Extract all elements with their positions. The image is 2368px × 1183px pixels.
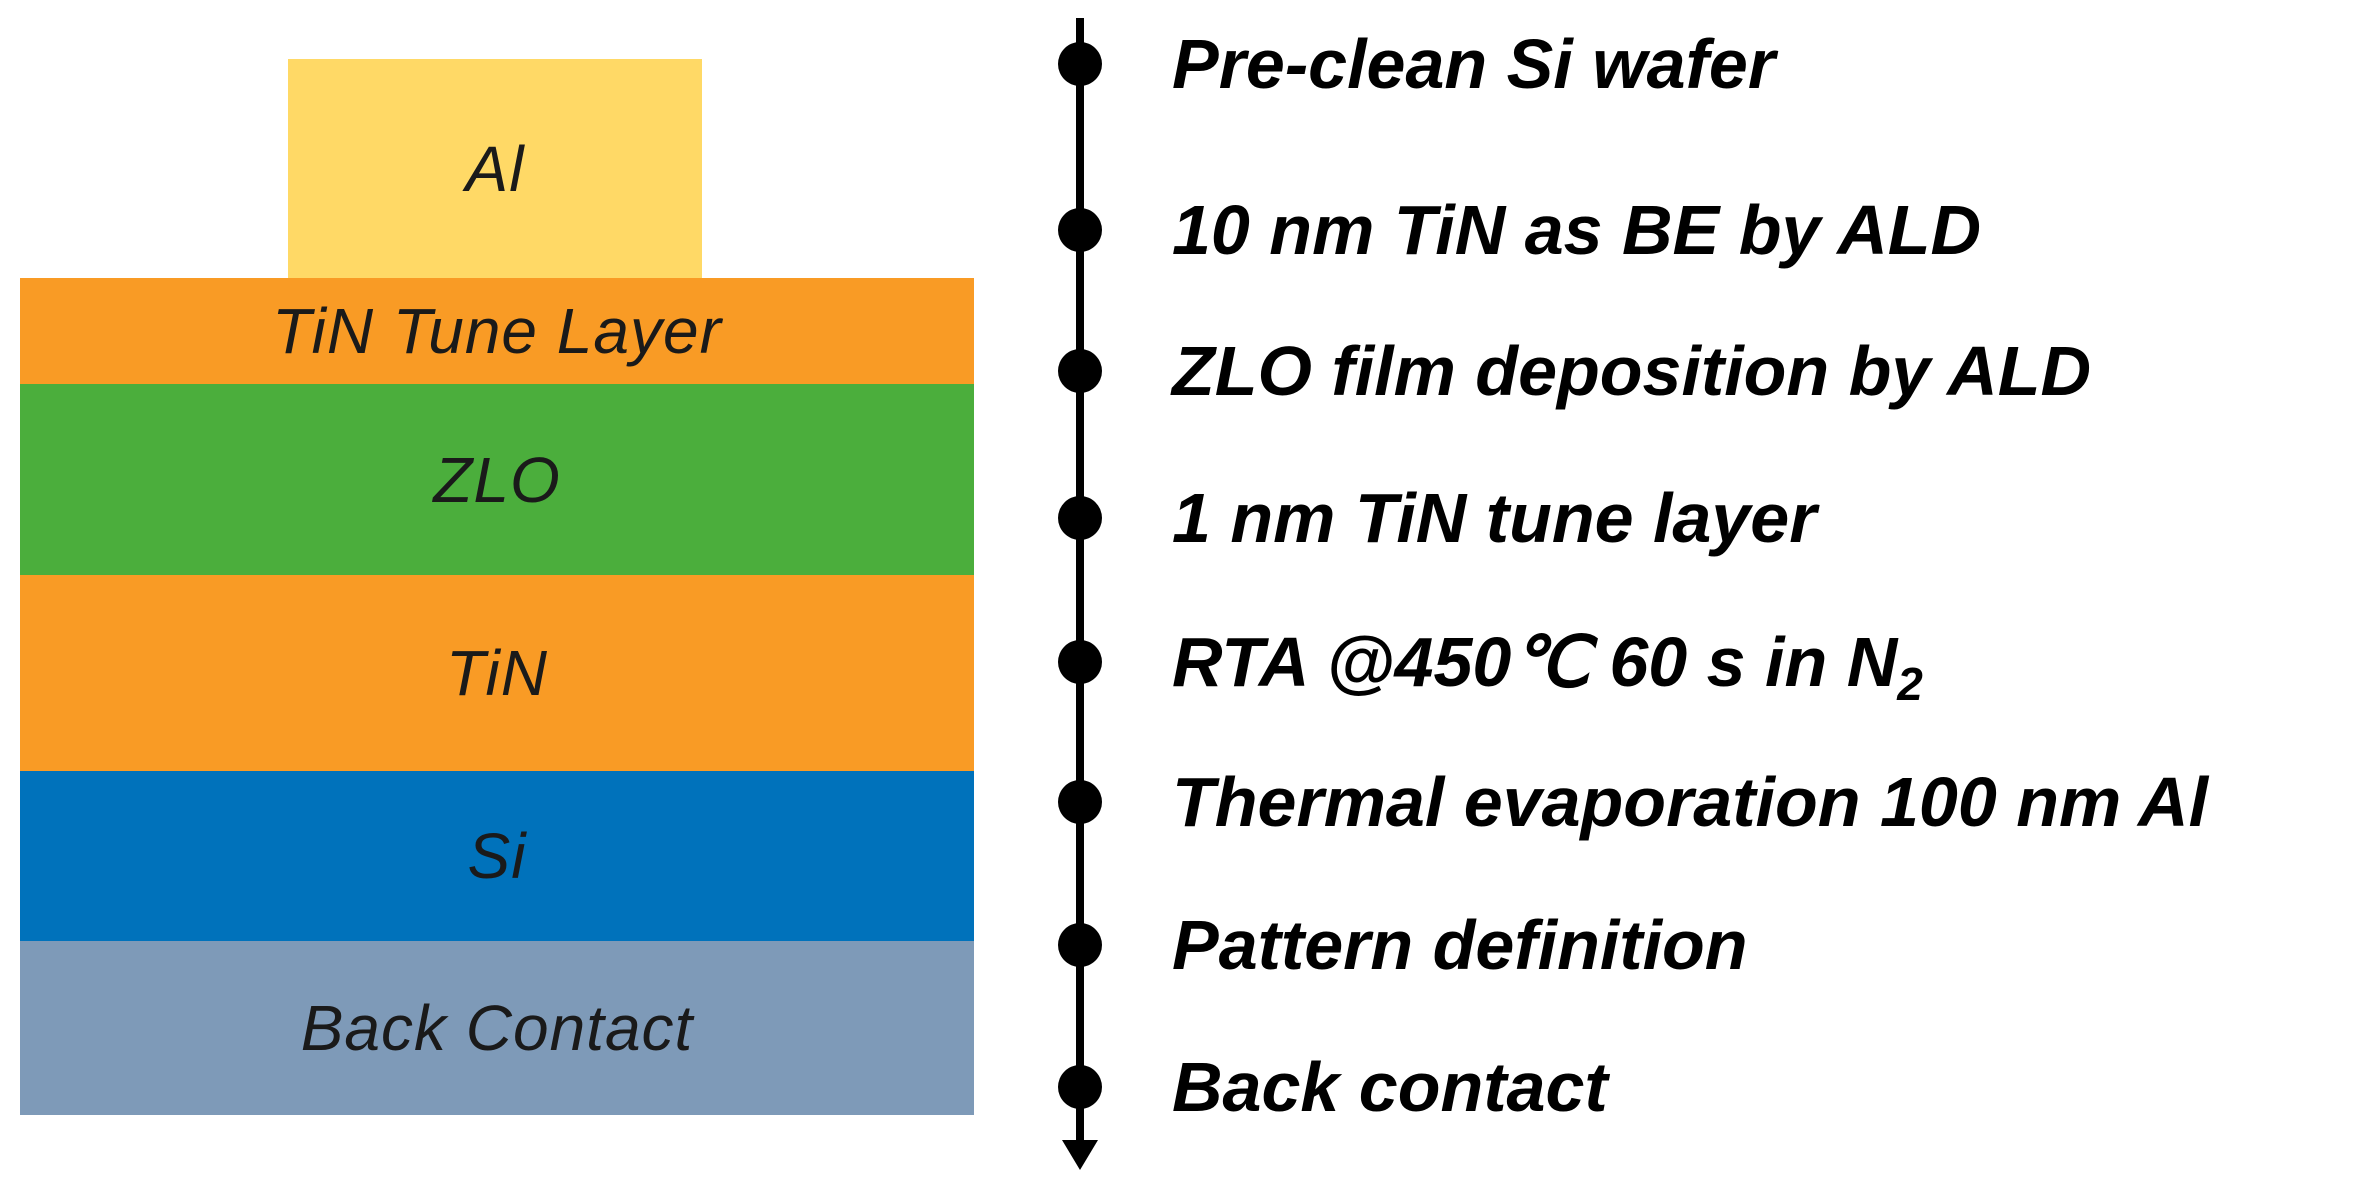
layer-si: Si [20,771,974,941]
step-label-5: RTA @450℃ 60 s in N2 [1172,622,1923,707]
timeline-dot-8 [1058,1065,1102,1109]
step-label-6: Thermal evaporation 100 nm Al [1172,763,2209,841]
step-label-5-subscript: 2 [1897,658,1923,710]
layer-al-label: Al [465,132,525,205]
layer-tin-tune: TiN Tune Layer [20,278,974,384]
step-label-3: ZLO film deposition by ALD [1172,332,2092,410]
timeline-dot-2 [1058,208,1102,252]
step-label-7: Pattern definition [1172,906,1748,984]
layer-al: Al [288,59,702,278]
timeline-dot-1 [1058,42,1102,86]
timeline-dot-3 [1058,349,1102,393]
layer-zlo: ZLO [20,384,974,575]
timeline-dot-5 [1058,640,1102,684]
step-label-8: Back contact [1172,1048,1608,1126]
step-label-1: Pre-clean Si wafer [1172,25,1776,103]
device-stack: Al TiN Tune Layer ZLO TiN Si Back Contac… [0,0,1000,1183]
timeline-dot-6 [1058,780,1102,824]
timeline-dot-7 [1058,923,1102,967]
layer-back-contact-label: Back Contact [300,992,694,1064]
layer-back-contact: Back Contact [20,941,974,1115]
layer-tin: TiN [20,575,974,771]
timeline-dot-4 [1058,496,1102,540]
layer-zlo-label: ZLO [433,443,561,516]
step-label-2: 10 nm TiN as BE by ALD [1172,191,1982,269]
layer-tin-label: TiN [446,637,548,709]
layer-tin-tune-label: TiN Tune Layer [272,295,722,367]
timeline-arrow-icon [1062,1140,1098,1170]
step-label-5-text: RTA @450℃ 60 s in N [1172,623,1898,701]
layer-si-label: Si [467,820,527,892]
step-label-4: 1 nm TiN tune layer [1172,479,1817,557]
